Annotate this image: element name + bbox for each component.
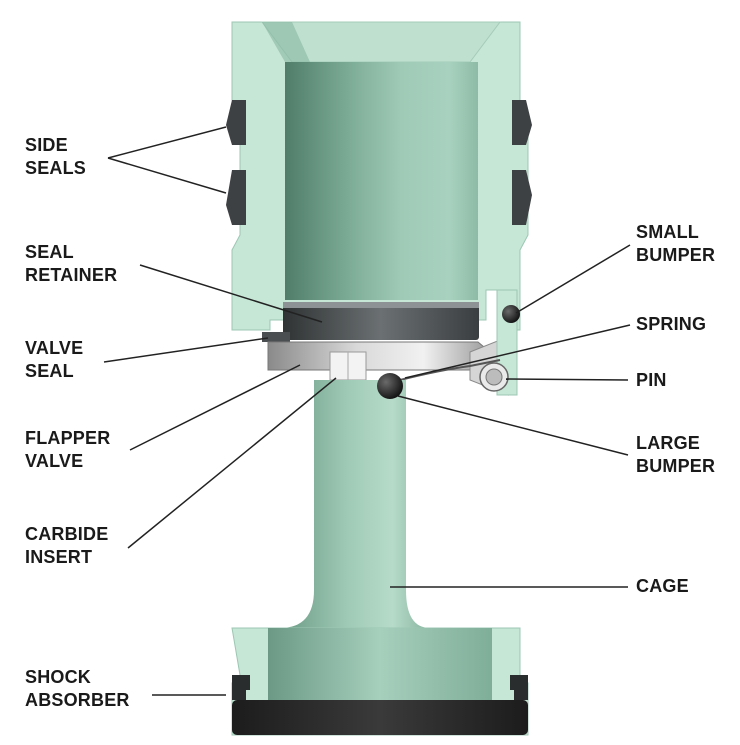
label-flapper-valve-line2: VALVE (25, 451, 84, 471)
label-spring: SPRING (636, 313, 706, 336)
label-carbide-insert-line2: INSERT (25, 547, 93, 567)
bore-top-shade (262, 22, 310, 62)
leader-spring (404, 324, 631, 379)
leader-large-bumper (397, 395, 629, 456)
seal-retainer (283, 302, 479, 340)
label-large-bumper-line2: BUMPER (636, 456, 716, 476)
label-valve-seal-line1: VALVE (25, 338, 84, 358)
label-carbide-insert-line1: CARBIDE (25, 524, 109, 544)
valve-seal (262, 332, 290, 342)
label-cage-text: CAGE (636, 576, 689, 596)
label-large-bumper-line1: LARGE (636, 433, 700, 453)
shock-absorber (232, 700, 528, 735)
label-flapper-valve-line1: FLAPPER (25, 428, 111, 448)
label-spring-text: SPRING (636, 314, 707, 334)
shock-absorber-left (232, 675, 250, 700)
side-seal-right-upper (512, 100, 532, 145)
leader-side-seals-upper (107, 126, 227, 159)
bore (285, 62, 478, 300)
label-pin: PIN (636, 369, 667, 392)
side-seal-right-lower (512, 170, 532, 225)
label-seal-retainer: SEAL RETAINER (25, 241, 117, 287)
lower-bore (268, 628, 492, 700)
leader-seal-retainer (139, 264, 323, 323)
leader-flapper-valve (129, 364, 301, 451)
leader-pin (505, 378, 629, 381)
label-side-seals: SIDE SEALS (25, 134, 86, 180)
label-side-seals-line1: SIDE (25, 135, 68, 155)
shock-absorber-right (510, 675, 528, 700)
large-bumper (377, 373, 403, 399)
label-valve-seal-line2: SEAL (25, 361, 74, 381)
leader-small-bumper (515, 244, 631, 314)
cage-stem (280, 380, 430, 628)
label-flapper-valve: FLAPPER VALVE (25, 427, 110, 473)
label-valve-seal: VALVE SEAL (25, 337, 83, 383)
leader-valve-seal (103, 337, 269, 363)
label-seal-retainer-line1: SEAL (25, 242, 74, 262)
label-large-bumper: LARGE BUMPER (636, 432, 715, 478)
side-seal-left-upper (226, 100, 246, 145)
label-cage: CAGE (636, 575, 689, 598)
label-side-seals-line2: SEALS (25, 158, 87, 178)
seal-retainer-highlight (283, 302, 479, 308)
leader-lines (103, 126, 631, 696)
label-pin-text: PIN (636, 370, 667, 390)
label-carbide-insert: CARBIDE INSERT (25, 523, 108, 569)
label-shock-absorber-line1: SHOCK (25, 667, 92, 687)
side-seal-left-lower (226, 170, 246, 225)
label-shock-absorber: SHOCK ABSORBER (25, 666, 130, 712)
label-small-bumper: SMALL BUMPER (636, 221, 715, 267)
label-seal-retainer-line2: RETAINER (25, 265, 118, 285)
pin (485, 368, 503, 386)
label-shock-absorber-line2: ABSORBER (25, 690, 130, 710)
leader-side-seals-lower (107, 157, 227, 194)
small-bumper (502, 305, 520, 323)
label-small-bumper-line2: BUMPER (636, 245, 716, 265)
label-small-bumper-line1: SMALL (636, 222, 699, 242)
leader-carbide-insert (127, 377, 337, 549)
